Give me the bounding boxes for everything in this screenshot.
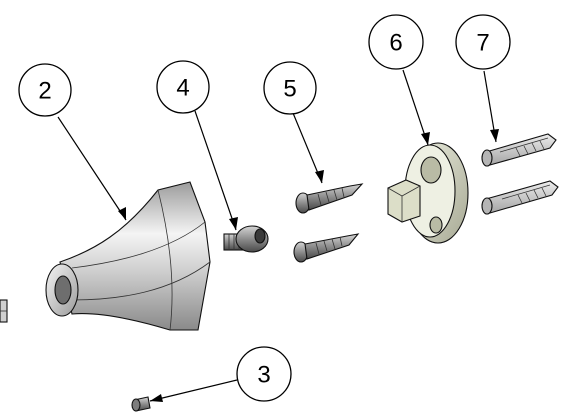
leader-4 (194, 110, 237, 231)
leader-6 (402, 69, 429, 146)
balloon-4-label: 4 (176, 75, 189, 102)
part-7-wall-plug-lower (481, 180, 559, 215)
arrowhead-2 (118, 207, 126, 220)
part-2-escutcheon (45, 181, 211, 331)
leader-2 (57, 116, 127, 221)
balloon-2: 2 (18, 63, 72, 117)
part-5-screw-lower (293, 233, 360, 263)
arrowhead-7 (490, 129, 499, 142)
balloon-7-label: 7 (476, 30, 489, 57)
arrowhead-4 (229, 217, 238, 230)
balloon-3: 3 (236, 346, 292, 402)
balloon-6-label: 6 (389, 30, 402, 57)
balloon-5-label: 5 (283, 76, 296, 103)
balloon-2-label: 2 (38, 78, 51, 105)
leader-5 (292, 112, 323, 184)
leader-3 (149, 379, 238, 402)
arrowhead-6 (421, 132, 430, 145)
part-3-set-screw (131, 396, 151, 412)
balloon-7: 7 (455, 14, 511, 70)
part-4-cap-screw (223, 225, 269, 253)
part-7-wall-plug-upper (481, 133, 557, 167)
part-5-screw-upper (295, 183, 364, 214)
balloon-4: 4 (156, 60, 210, 114)
partial-part-left-edge (0, 299, 8, 323)
arrowhead-3 (150, 394, 163, 402)
balloon-5: 5 (263, 61, 317, 115)
balloon-6: 6 (368, 14, 424, 70)
balloon-3-label: 3 (257, 362, 270, 389)
part-6-mounting-disc (387, 142, 469, 244)
arrowhead-5 (315, 170, 324, 183)
